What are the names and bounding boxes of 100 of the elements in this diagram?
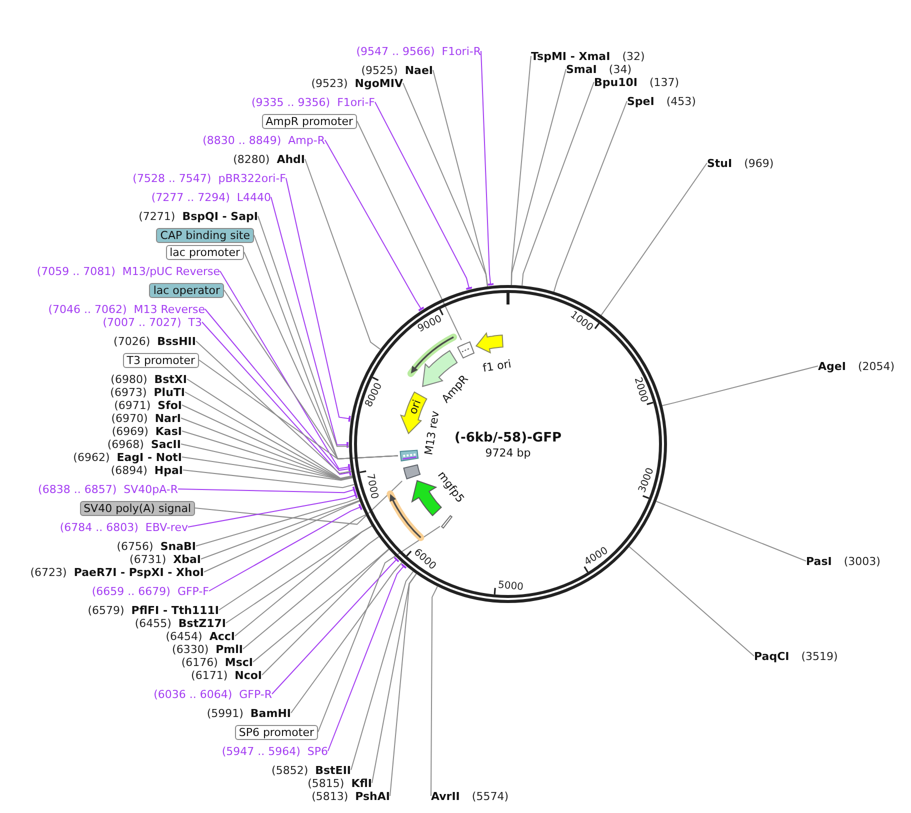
site-position: (6973): [110, 386, 147, 398]
primer-name: F1ori-R: [442, 44, 481, 58]
enzyme-name: KasI: [155, 424, 182, 438]
enzyme-name: BstZ17I: [178, 616, 226, 630]
leader-line: [522, 82, 594, 286]
enzyme-name: Bpu10I: [594, 76, 638, 88]
enzyme-name: NgoMIV: [354, 76, 403, 90]
leader-line: [356, 120, 462, 340]
leader-line: [628, 546, 754, 656]
enzyme-name: AccI: [209, 630, 235, 642]
primer-position: (7059 .. 7081): [36, 264, 116, 278]
leader-line: [270, 196, 349, 448]
enzyme-name: KflI: [351, 776, 372, 790]
enzyme-name: AhdI: [276, 152, 305, 166]
site-position: (6894): [110, 464, 148, 476]
scale-label: 5000: [498, 580, 524, 594]
enzyme-name: BssHII: [157, 334, 196, 348]
primer-name: GFP-R: [239, 688, 272, 700]
site-position: (5852): [272, 764, 308, 776]
enzyme-name: AvrII: [431, 790, 460, 802]
leader-line: [430, 586, 438, 796]
enzyme-name: PmlI: [216, 642, 243, 656]
leader-line: [324, 140, 424, 312]
leader-line: [290, 562, 402, 714]
primer-name: M13 Reverse: [134, 302, 205, 316]
scale-label: 7000: [364, 472, 380, 500]
leader-line: [511, 68, 566, 286]
leader-line: [402, 82, 488, 287]
site-position: (6455): [134, 616, 172, 630]
enzyme-name: BstXI: [154, 372, 187, 386]
site-position: (6330): [172, 642, 209, 656]
enzyme-name: TspMI - XmaI: [531, 50, 610, 62]
leader-line: [656, 500, 806, 562]
scale-label: 3000: [636, 466, 656, 494]
feature-tag: T3 promoter: [122, 352, 199, 368]
site-position: (9523): [311, 76, 348, 90]
site-position: (7271): [138, 210, 176, 222]
site-position: (32): [622, 50, 645, 62]
leader-line: [218, 514, 366, 610]
feature-tag: CAP binding site: [156, 228, 254, 242]
primer-name: GFP-F: [177, 584, 209, 598]
leader-line: [372, 573, 417, 784]
site-position: (6969): [112, 424, 148, 438]
site-position: (6454): [166, 630, 202, 642]
scale-label: 4000: [582, 544, 610, 568]
primer-position: (9547 .. 9566): [356, 44, 435, 58]
primer-position: (7528 .. 7547): [132, 172, 212, 184]
leader-line: [188, 492, 358, 528]
enzyme-name: PflFI - Tth111I: [131, 604, 219, 616]
site-position: (3003): [844, 554, 880, 568]
primer-name: T3: [188, 316, 202, 328]
enzyme-name: EagI - NotI: [116, 450, 182, 464]
site-position: (3519): [801, 650, 838, 662]
site-position: (6176): [181, 656, 218, 668]
primer-position: (6659 .. 6679): [92, 584, 170, 598]
leader-line: [258, 216, 350, 447]
feature-tag: AmpR promoter: [262, 114, 357, 128]
site-position: (7026): [114, 334, 150, 348]
enzyme-name: XbaI: [173, 552, 201, 566]
enzyme-name: SpeI: [627, 94, 654, 108]
primer-name: EBV-rev: [145, 520, 188, 534]
site-position: (6723): [30, 566, 67, 578]
leader-line: [196, 498, 359, 546]
leader-line: [374, 102, 472, 290]
site-position: (5574): [472, 790, 508, 802]
leader-line: [204, 500, 360, 572]
leader-line: [662, 366, 818, 406]
site-position: (137): [650, 76, 680, 88]
leader-line: [180, 444, 353, 480]
enzyme-name: NarI: [154, 412, 181, 424]
site-position: (6962): [73, 450, 110, 464]
leader-line: [182, 470, 355, 488]
site-position: (6171): [191, 668, 228, 682]
feature-tag: SP6 promoter: [234, 724, 318, 740]
leader-line: [198, 360, 398, 460]
site-position: (2054): [858, 360, 895, 372]
feature-label: M13 rev: [422, 410, 442, 456]
enzyme-name: SnaBI: [160, 540, 196, 552]
leader-line: [553, 100, 628, 292]
enzyme-name: PasI: [806, 554, 832, 568]
enzyme-name: PshAI: [355, 790, 390, 802]
primer-name: M13/pUC Reverse: [122, 264, 220, 278]
primer-name: L4440: [236, 190, 271, 204]
primer-position: (6838 .. 6857): [38, 482, 117, 496]
leader-line: [272, 556, 400, 694]
site-position: (5991): [206, 706, 244, 720]
primer-position: (8830 .. 8849): [202, 134, 282, 146]
site-position: (6731): [130, 552, 166, 566]
primer-name: SP6: [307, 744, 328, 758]
leader-line: [390, 573, 417, 796]
leader-line: [182, 456, 354, 481]
primer-position: (9335 .. 9356): [252, 96, 330, 108]
enzyme-name: NaeI: [404, 64, 433, 76]
enzyme-name: NcoI: [234, 668, 262, 682]
primer-name: pBR322ori-F: [218, 172, 286, 184]
primer-name: SV40pA-R: [124, 482, 178, 496]
site-position: (6579): [88, 604, 124, 616]
leader-line: [480, 50, 494, 286]
enzyme-name: PaeR7I - PspXI - XhoI: [74, 566, 204, 578]
feature-tag: lac promoter: [166, 244, 244, 260]
